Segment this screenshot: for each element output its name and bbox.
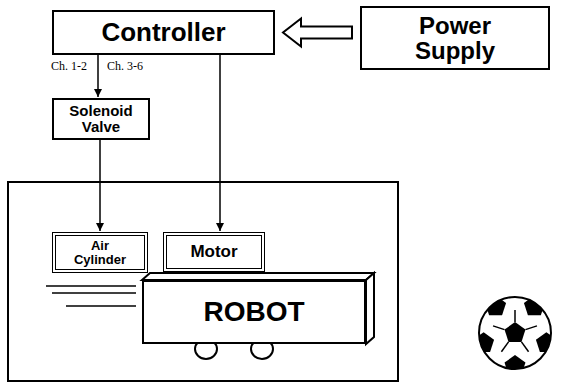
actuator-box: Air Cylinder <box>52 232 148 273</box>
node-text: ROBOT <box>203 297 304 326</box>
robot-side-face <box>366 273 374 344</box>
ball-patch <box>473 332 494 352</box>
node-text: Power Supply <box>400 13 510 63</box>
ball-patch <box>524 295 545 315</box>
node-text: Solenoid Valve <box>61 103 141 135</box>
motion-lines <box>46 286 136 306</box>
node-text: Controller <box>101 19 225 46</box>
power-supply-box: Power Supply <box>360 6 550 70</box>
ball-patch <box>485 295 506 315</box>
motion-line <box>52 292 136 294</box>
signal-arrow <box>219 55 221 231</box>
signal-arrow <box>97 55 99 97</box>
robot-body: ROBOT <box>142 280 366 344</box>
motion-line <box>46 285 136 287</box>
ball-patch <box>505 322 526 342</box>
ball-seam <box>493 326 505 330</box>
power-arrow <box>283 19 352 47</box>
node-text: Air Cylinder <box>67 239 133 266</box>
motor-box: Motor <box>163 232 265 272</box>
ball-patches <box>473 295 557 375</box>
ball-seam <box>521 342 528 352</box>
soccer-ball <box>473 295 557 375</box>
signal-arrow <box>99 140 101 231</box>
ball-patch <box>536 332 557 352</box>
robot-top-face <box>142 273 374 280</box>
node-text: Motor <box>190 243 237 261</box>
ball-seam <box>525 326 537 330</box>
channel-label: Ch. 3-6 <box>106 59 144 74</box>
ball-seam <box>501 342 508 352</box>
robot-frame <box>8 182 398 381</box>
ball-seam <box>514 310 516 322</box>
motion-line <box>66 305 136 307</box>
ball-patch <box>505 355 526 375</box>
valve-box: Solenoid Valve <box>52 98 150 140</box>
channel-label: Ch. 1-2 <box>50 59 88 74</box>
controller-box: Controller <box>52 10 275 55</box>
